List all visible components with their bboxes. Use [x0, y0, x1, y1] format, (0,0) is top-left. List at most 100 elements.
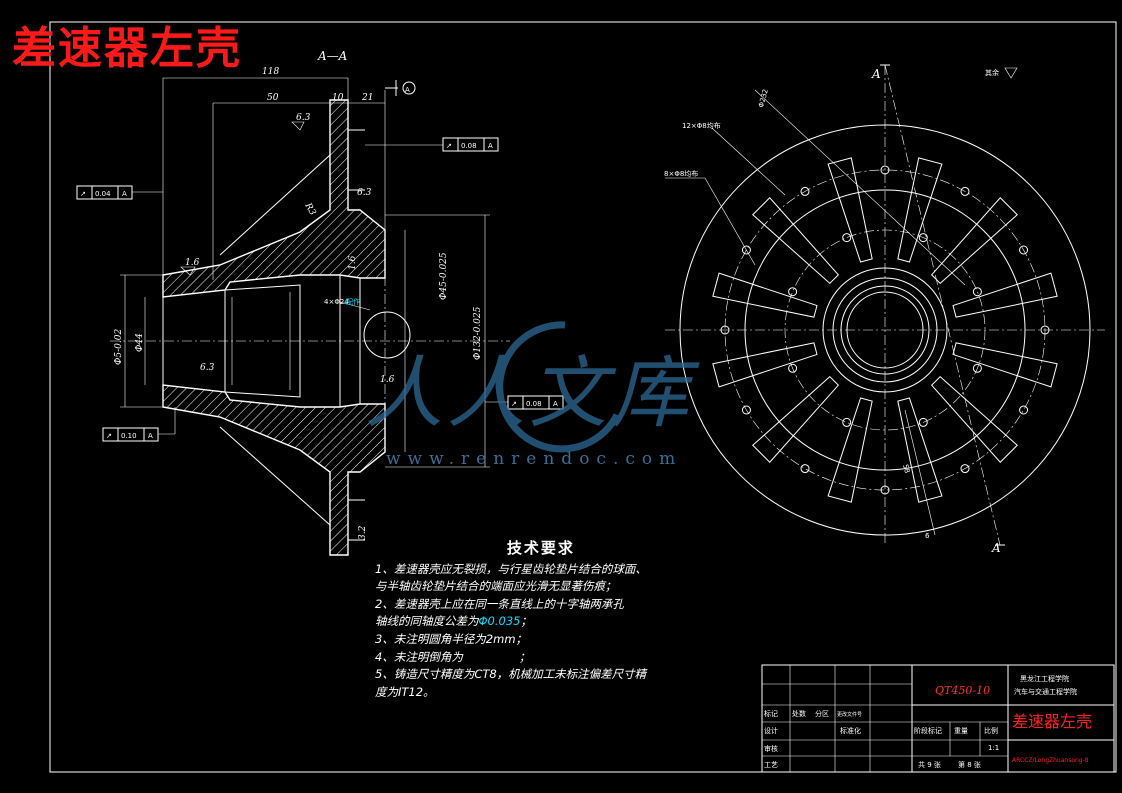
svg-text:0.08: 0.08	[526, 400, 542, 408]
svg-text:↗: ↗	[511, 400, 517, 408]
rib	[827, 157, 873, 263]
bolt-hole	[788, 287, 798, 297]
tolerance-frame-2: ↗ 0.08 A	[365, 137, 499, 152]
rib	[952, 272, 1058, 318]
dim-21: 21	[361, 93, 373, 103]
holes-8-label: 8×Φ8均布	[664, 169, 698, 178]
bolt-holes-inner	[788, 233, 982, 427]
svg-text:↗: ↗	[80, 190, 86, 198]
rib	[930, 375, 1018, 463]
tech-req-line: 轴线的同轴度公差为Φ0.035；	[375, 614, 532, 629]
dim-phi132: Φ132-0.025	[473, 306, 483, 360]
watermark-url: www.renrendoc.com	[386, 449, 683, 469]
svg-text:A: A	[488, 142, 493, 150]
tb-check: 审核	[764, 744, 778, 753]
bolt-hole	[842, 417, 852, 427]
tb-weight: 重量	[954, 727, 968, 735]
bolt-hole	[960, 186, 970, 196]
svg-text:0.08: 0.08	[461, 142, 477, 150]
rough-63a: 6.3	[296, 113, 311, 123]
bolt-hole	[1019, 405, 1029, 415]
bolt-hole	[788, 363, 798, 373]
bolt-hole	[918, 417, 928, 427]
tb-sheet: 第 8 张	[958, 760, 981, 769]
rib	[712, 342, 818, 388]
drawing-frame	[49, 21, 1117, 773]
bolt-holes-outer	[720, 165, 1050, 495]
holes-12-label: 12×Φ8均布	[682, 121, 721, 130]
rib-len: 58	[901, 463, 911, 474]
bolt-hole	[741, 245, 751, 255]
tb-doc: 更改文件号	[837, 711, 862, 718]
bolt-hole	[960, 464, 970, 474]
svg-text:↗: ↗	[106, 432, 112, 440]
section-view: 118 50 10 21 Φ45-0.025 Φ132-0.025 Φ5-0.0…	[76, 49, 564, 556]
rough-16b: 1.6	[380, 375, 395, 385]
end-view: A A Φ232 12×Φ8均布 8×Φ8均布 58 6 其余	[664, 64, 1105, 555]
rib	[897, 397, 943, 503]
hole-note-cyan: 配作	[346, 297, 360, 306]
tb-sheets: 共 9 张	[918, 760, 941, 769]
dim-50: 50	[267, 93, 279, 103]
tb-stage: 阶段标记	[914, 726, 942, 735]
tech-req-line: 2、差速器壳上应在同一条直线上的十字轴两承孔	[375, 596, 624, 611]
pcd-label: Φ232	[757, 88, 770, 108]
tolerance-frame-3: ↗ 0.08 A	[485, 395, 564, 410]
ribs	[712, 157, 1058, 503]
tech-req-title: 技术要求	[506, 539, 575, 557]
rib	[827, 397, 873, 503]
bolt-hole	[1019, 245, 1029, 255]
tb-zone: 分区	[815, 709, 829, 718]
rib	[712, 272, 818, 318]
rough-32: 3.2	[358, 525, 368, 540]
bolt-hole	[918, 233, 928, 243]
coaxial-value: Φ0.035	[478, 614, 521, 629]
tolerance-frame-4: ↗ 0.10 A	[102, 407, 176, 442]
svg-text:A: A	[122, 190, 127, 198]
tech-req-line: 5、铸造尺寸精度为CT8，机械加工未标注偏差尺寸精	[375, 667, 647, 682]
dim-118: 118	[262, 67, 279, 77]
bolt-hole	[972, 287, 982, 297]
section-label: A—A	[317, 49, 348, 63]
tb-count: 处数	[792, 709, 806, 718]
drawing-number: ARCCZ/LongZhuansong-8	[1012, 757, 1089, 764]
view-marker-bottom: A	[991, 541, 1001, 555]
title-overlay: 差速器左壳	[12, 23, 242, 74]
school-line1: 黑龙江工程学院	[1020, 674, 1069, 683]
rib-thk: 6	[925, 532, 930, 540]
bolt-hole	[972, 363, 982, 373]
rough-63c: 6.3	[200, 363, 215, 373]
svg-text:0.04: 0.04	[95, 190, 111, 198]
school-line2: 汽车与交通工程学院	[1014, 687, 1077, 696]
tb-process: 工艺	[764, 761, 778, 769]
rib	[897, 157, 943, 263]
bolt-hole	[842, 233, 852, 243]
dim-10: 10	[332, 93, 344, 103]
tech-req-line: 3、未注明圆角半径为2mm；	[375, 631, 528, 646]
dim-phi44: Φ44	[135, 333, 145, 352]
technical-requirements: 技术要求 1、差速器壳应无裂损，与行星齿轮垫片结合的球面、 与半轴齿轮垫片结合的…	[375, 539, 647, 701]
tb-mark: 标记	[764, 709, 778, 718]
hole-note: 4×Φ24	[324, 298, 349, 306]
tb-scale-value: 1:1	[988, 744, 999, 752]
rough-16a: 1.6	[185, 258, 200, 268]
view-marker-top: A	[871, 67, 881, 81]
bolt-hole	[800, 186, 810, 196]
title-block: QT450-10 黑龙江工程学院 汽车与交通工程学院 差速器左壳 ARCCZ/L…	[761, 664, 1115, 773]
radius-r3: R3	[302, 201, 318, 218]
dim-phi5: Φ5-0.02	[114, 329, 124, 365]
tech-req-line: 4、未注明倒角为；	[375, 649, 531, 664]
bolt-hole	[741, 405, 751, 415]
bolt-hole	[800, 464, 810, 474]
tech-req-line: 与半轴齿轮垫片结合的端面应光滑无显著伤痕；	[375, 579, 617, 594]
tolerance-frame-1: ↗ 0.04 A	[76, 185, 163, 200]
datum-marker: A	[405, 86, 410, 94]
tb-scale: 比例	[984, 726, 998, 735]
rough-16c: 1.6	[348, 255, 358, 270]
rib	[930, 197, 1018, 285]
svg-text:0.10: 0.10	[121, 432, 137, 440]
tb-std: 标准化	[840, 726, 861, 735]
rib	[952, 342, 1058, 388]
svg-text:↗: ↗	[446, 142, 452, 150]
